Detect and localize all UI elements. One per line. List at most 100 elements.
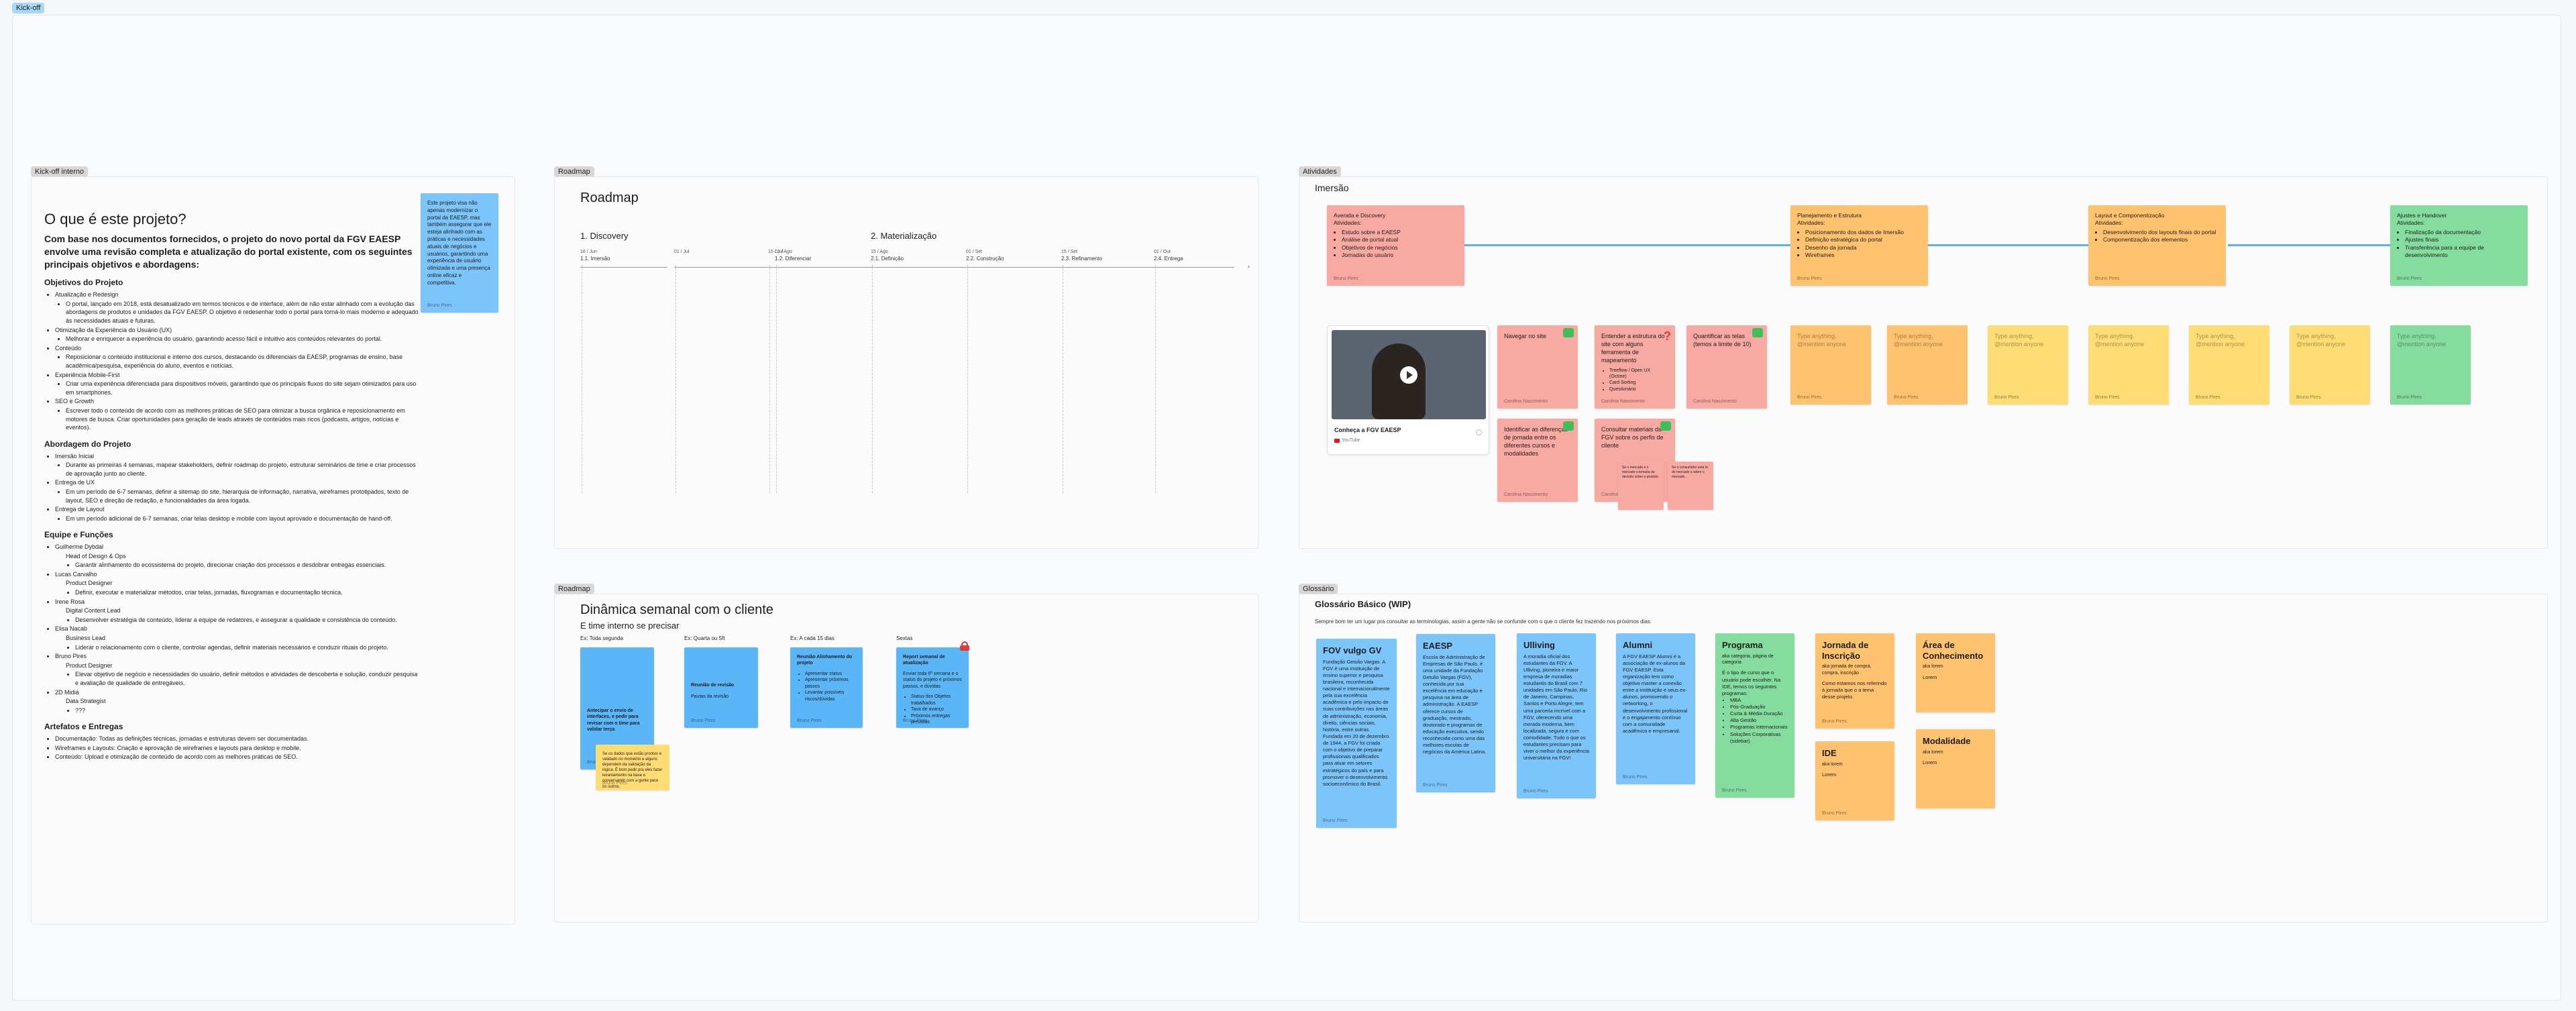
section-list: Atualização e RedesignO portal, lançado … (44, 290, 420, 432)
kickoff-document[interactable]: O que é este projeto? Com base nos docum… (44, 209, 420, 762)
empty-sticky-note[interactable]: Type anything, @mention anyone Bruno Pir… (2088, 325, 2169, 405)
atividades-title: Imersão (1315, 182, 1349, 193)
note-author: Bruno Pires (1797, 394, 1822, 400)
note-author: Bruno Pires (1822, 810, 1847, 816)
tick-date: 01 / Set (966, 250, 983, 254)
dinamica-yellow-note[interactable]: Se os dados que estão prontos e validado… (596, 745, 669, 790)
board-label[interactable]: Kick-off (12, 3, 45, 13)
term-definition: A FGV EAESP Alumni é a associação de ex-… (1623, 653, 1688, 734)
item-title: 2D Midiá (55, 688, 79, 696)
atividades-section-label[interactable]: Atividades (1299, 166, 1341, 177)
activity-item: Wireframes (1805, 252, 1921, 259)
timeline-divider (872, 265, 873, 493)
immersion-task-note[interactable]: Quantificar as telas(temos a limite de 1… (1686, 325, 1767, 409)
activity-phase-note[interactable]: Layout e Componentização Atividades: Des… (2088, 205, 2226, 286)
item-title: Atualização e Redesign (55, 291, 119, 299)
sub-item: Elevar objetivo de negócio e necessidade… (75, 670, 420, 687)
term-aka: aka categoria, página de categoria (1722, 653, 1774, 666)
play-icon[interactable] (1400, 366, 1417, 384)
empty-sticky-note[interactable]: Type anything, @mention anyone Bruno Pir… (2189, 325, 2269, 405)
mini-note[interactable]: Se o mercado e o mercado a tomada de dec… (1618, 462, 1664, 510)
placeholder-text: Type anything, @mention anyone (1894, 333, 1943, 348)
activity-phase-note[interactable]: Ajustes e Handover Atividades: Finalizaç… (2390, 205, 2528, 286)
empty-sticky-note[interactable]: Type anything, @mention anyone Bruno Pir… (1790, 325, 1871, 405)
term-definition: Lorem (1822, 771, 1837, 778)
mini-note[interactable]: Se o consumidor está lá do mercado a sob… (1668, 462, 1713, 510)
item-title: Documentação: Todas as definições técnic… (55, 735, 309, 743)
immersion-task-note[interactable]: Entender a estrutura do site com alguns … (1595, 325, 1675, 409)
thumbs-up-icon (1563, 328, 1574, 337)
term-title: IDE (1822, 748, 1837, 758)
phase-heading: Layout e Componentização Atividades: (2095, 212, 2165, 227)
timeline-connector (1927, 244, 2088, 246)
note-author: Bruno Pires (2296, 394, 2321, 400)
sub-item: Definir, executar e materializar métodos… (75, 588, 420, 597)
item-title: Entrega de UX (55, 479, 95, 486)
note-text: Se os dados que estão prontos e validado… (602, 752, 663, 789)
list-item: Entrega de LayoutEm um período adicional… (55, 505, 420, 523)
sub-item: Head of Design & Ops (66, 552, 126, 560)
empty-sticky-note[interactable]: Type anything, @mention anyone Bruno Pir… (2390, 325, 2471, 405)
term-title: EAESP (1423, 641, 1453, 651)
immersion-task-note[interactable]: Identificar as diferenças de jornada ent… (1497, 419, 1578, 502)
thumbs-up-icon (1563, 421, 1574, 431)
activity-phase-note[interactable]: Planejamento e Estrutura Atividades: Pos… (1790, 205, 1928, 286)
column-heading: Ex: A cada 15 dias (790, 635, 835, 641)
task-item: Treeflow / Open UX (Octree) (1609, 368, 1668, 380)
term-list-item: Curta & Média Duração (1730, 710, 1788, 717)
dinamica-section-label[interactable]: Roadmap (554, 584, 594, 594)
empty-sticky-note[interactable]: Type anything, @mention anyone Bruno Pir… (1887, 325, 1968, 405)
more-options-icon[interactable] (1476, 429, 1482, 435)
sub-item: Product Designer (66, 580, 113, 587)
video-embed-card[interactable]: Conheça a FGV EAESP YouTube (1327, 325, 1489, 455)
timeline-connector (1462, 244, 1790, 246)
term-title: Modalidade (1923, 736, 1971, 746)
list-item: Wireframes e Layouts: Criação e aprovaçã… (55, 744, 420, 753)
note-author: Bruno Pires (797, 718, 822, 723)
empty-sticky-note[interactable]: Type anything, @mention anyone Bruno Pir… (1988, 325, 2068, 405)
glossario-title: Glossário Básico (WIP) (1315, 599, 1411, 609)
empty-sticky-note[interactable]: Type anything, @mention anyone Bruno Pir… (2290, 325, 2370, 405)
tick-label: 2.2. Construção (966, 256, 1004, 262)
roadmap-section-label[interactable]: Roadmap (554, 166, 594, 177)
video-thumbnail[interactable] (1332, 330, 1486, 419)
phase-heading: Ajustes e Handover Atividades: (2397, 212, 2447, 227)
activity-phase-note[interactable]: Avenida e Discovery Atividades: Estudo s… (1327, 205, 1464, 286)
item-title: SEO e Growth (55, 398, 95, 405)
note-author: Bruno Pires (2196, 394, 2220, 400)
term-list-item: MBA (1730, 697, 1788, 704)
task-item: Card Sorting (1609, 380, 1668, 386)
kickoff-summary-note[interactable]: Este projeto visa não apenas modernizar … (421, 193, 498, 313)
section-heading: Abordagem do Projeto (44, 439, 131, 449)
task-item: Questionário (1609, 386, 1668, 392)
sub-item: Em um período adicional de 6-7 semanas, … (66, 515, 420, 523)
video-title[interactable]: Conheça a FGV EAESP (1334, 427, 1401, 433)
term-list-item: Programas Internacionais (1730, 724, 1788, 731)
term-definition: Fundação Getulio Vargas. A FGV é uma ins… (1323, 658, 1390, 787)
sub-item: Melhorar e enriquecer a experiência do u… (66, 335, 420, 343)
immersion-task-note[interactable]: Navegar no site Carolina Nascimento (1497, 325, 1578, 409)
tick-date: 15 / Set (1061, 250, 1078, 254)
note-list-item: Status dos Objetos trabalhados (911, 694, 962, 706)
glossario-section-label[interactable]: Glossário (1299, 584, 1338, 594)
note-author: Bruno Pires (1523, 788, 1548, 794)
sub-item: Data Strategist (66, 698, 106, 705)
weekly-ritual-note[interactable]: Reunião Alinhamento do projetoApresentar… (790, 647, 863, 728)
kickoff-section-label[interactable]: Kick-off interno (31, 166, 89, 177)
term-title: Área de Conhecimento (1923, 640, 1984, 661)
item-title: Otimização da Experiência do Usuário (UX… (55, 326, 172, 333)
activity-item: Posicionamento dos dados de Imersão (1805, 229, 1921, 236)
sub-item: Business Lead (66, 635, 106, 642)
